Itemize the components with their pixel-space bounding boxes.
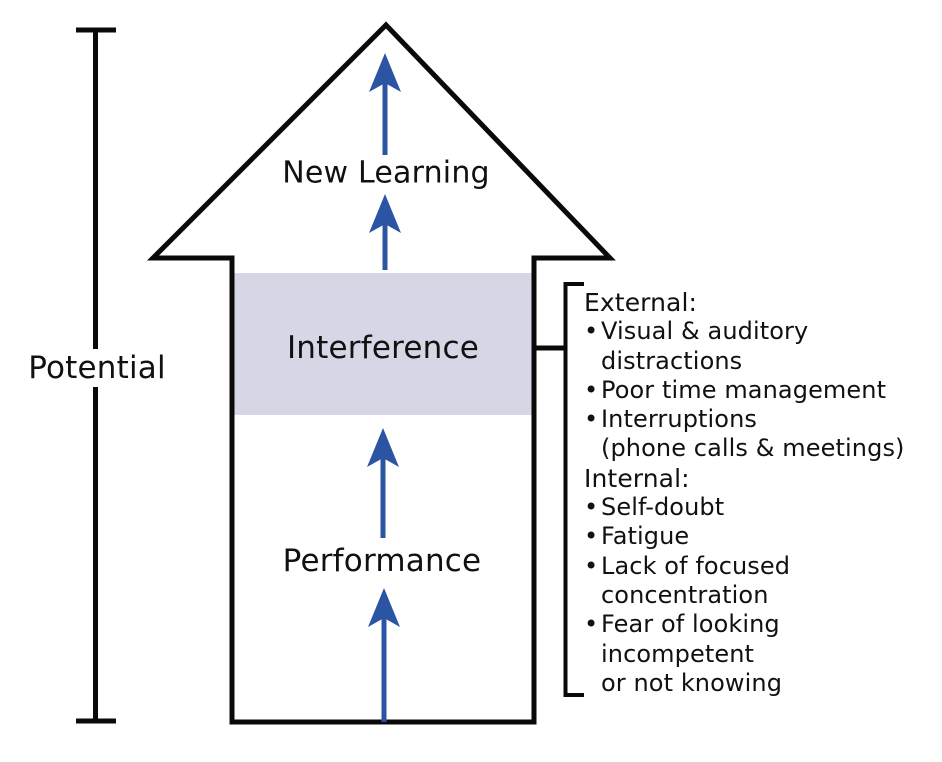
bullet-icon: • bbox=[584, 375, 599, 404]
interference-label: Interference bbox=[286, 330, 480, 366]
list-item-text: Poor time management bbox=[601, 375, 887, 404]
list-item-text: Fatigue bbox=[601, 522, 690, 551]
list-item: • Fatigue bbox=[584, 522, 924, 551]
list-item-continuation: (phone calls & meetings) bbox=[584, 434, 924, 463]
interference-sources-panel: External: • Visual & auditory distractio… bbox=[584, 288, 924, 698]
list-item: • Lack of focused bbox=[584, 552, 924, 581]
internal-header: Internal: bbox=[584, 464, 924, 493]
list-item-text: Lack of focused bbox=[601, 551, 791, 580]
list-item-continuation: or not knowing bbox=[584, 669, 924, 698]
arrow-head-icon bbox=[368, 588, 400, 627]
arrow-head-icon bbox=[367, 428, 399, 467]
list-item-continuation: concentration bbox=[584, 581, 924, 610]
bullet-icon: • bbox=[584, 493, 599, 522]
bullet-icon: • bbox=[584, 610, 599, 639]
potential-label: Potential bbox=[23, 349, 171, 387]
list-item-text: Fear of looking bbox=[601, 610, 780, 639]
list-item-text: Self-doubt bbox=[601, 493, 725, 522]
list-item: • Visual & auditory bbox=[584, 317, 924, 346]
external-header: External: bbox=[584, 288, 924, 317]
interference-band bbox=[234, 273, 532, 415]
list-item-continuation: distractions bbox=[584, 347, 924, 376]
arrow-head-icon bbox=[369, 53, 401, 92]
bullet-icon: • bbox=[584, 405, 599, 434]
up-arrow-top bbox=[369, 53, 401, 155]
list-item: • Self-doubt bbox=[584, 493, 924, 522]
up-arrow-third bbox=[367, 428, 399, 538]
external-header-text: External: bbox=[584, 288, 698, 317]
bullet-icon: • bbox=[584, 551, 599, 580]
list-item: • Fear of looking bbox=[584, 610, 924, 639]
internal-header-text: Internal: bbox=[584, 463, 690, 493]
up-arrow-second bbox=[369, 194, 401, 270]
list-item-text: concentration bbox=[601, 580, 769, 609]
new-learning-label: New Learning bbox=[282, 155, 490, 191]
list-item: • Interruptions bbox=[584, 405, 924, 434]
bullet-icon: • bbox=[584, 522, 599, 551]
upward-arrows bbox=[367, 53, 401, 722]
list-item-text: (phone calls & meetings) bbox=[601, 434, 905, 463]
list-item: • Poor time management bbox=[584, 376, 924, 405]
list-item-continuation: incompetent bbox=[584, 640, 924, 669]
list-item-text: incompetent bbox=[601, 639, 755, 668]
arrow-head-icon bbox=[369, 194, 401, 233]
right-bracket bbox=[563, 282, 584, 697]
up-arrow-bottom bbox=[368, 588, 400, 722]
list-item-text: or not knowing bbox=[601, 668, 783, 697]
list-item-text: distractions bbox=[601, 346, 743, 375]
list-item-text: Visual & auditory bbox=[601, 317, 809, 346]
list-item-text: Interruptions bbox=[601, 405, 757, 434]
bullet-icon: • bbox=[584, 317, 599, 346]
performance-label: Performance bbox=[282, 543, 482, 579]
